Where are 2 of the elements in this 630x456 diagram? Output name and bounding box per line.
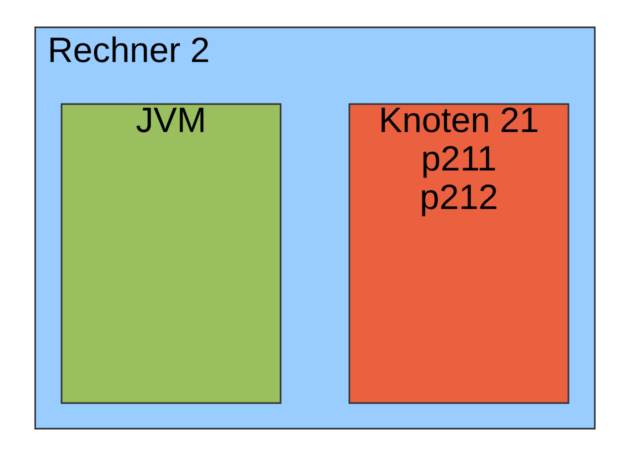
node-box: JVM	[60, 103, 282, 404]
node-box: Knoten 21 p211 p212	[348, 103, 570, 404]
